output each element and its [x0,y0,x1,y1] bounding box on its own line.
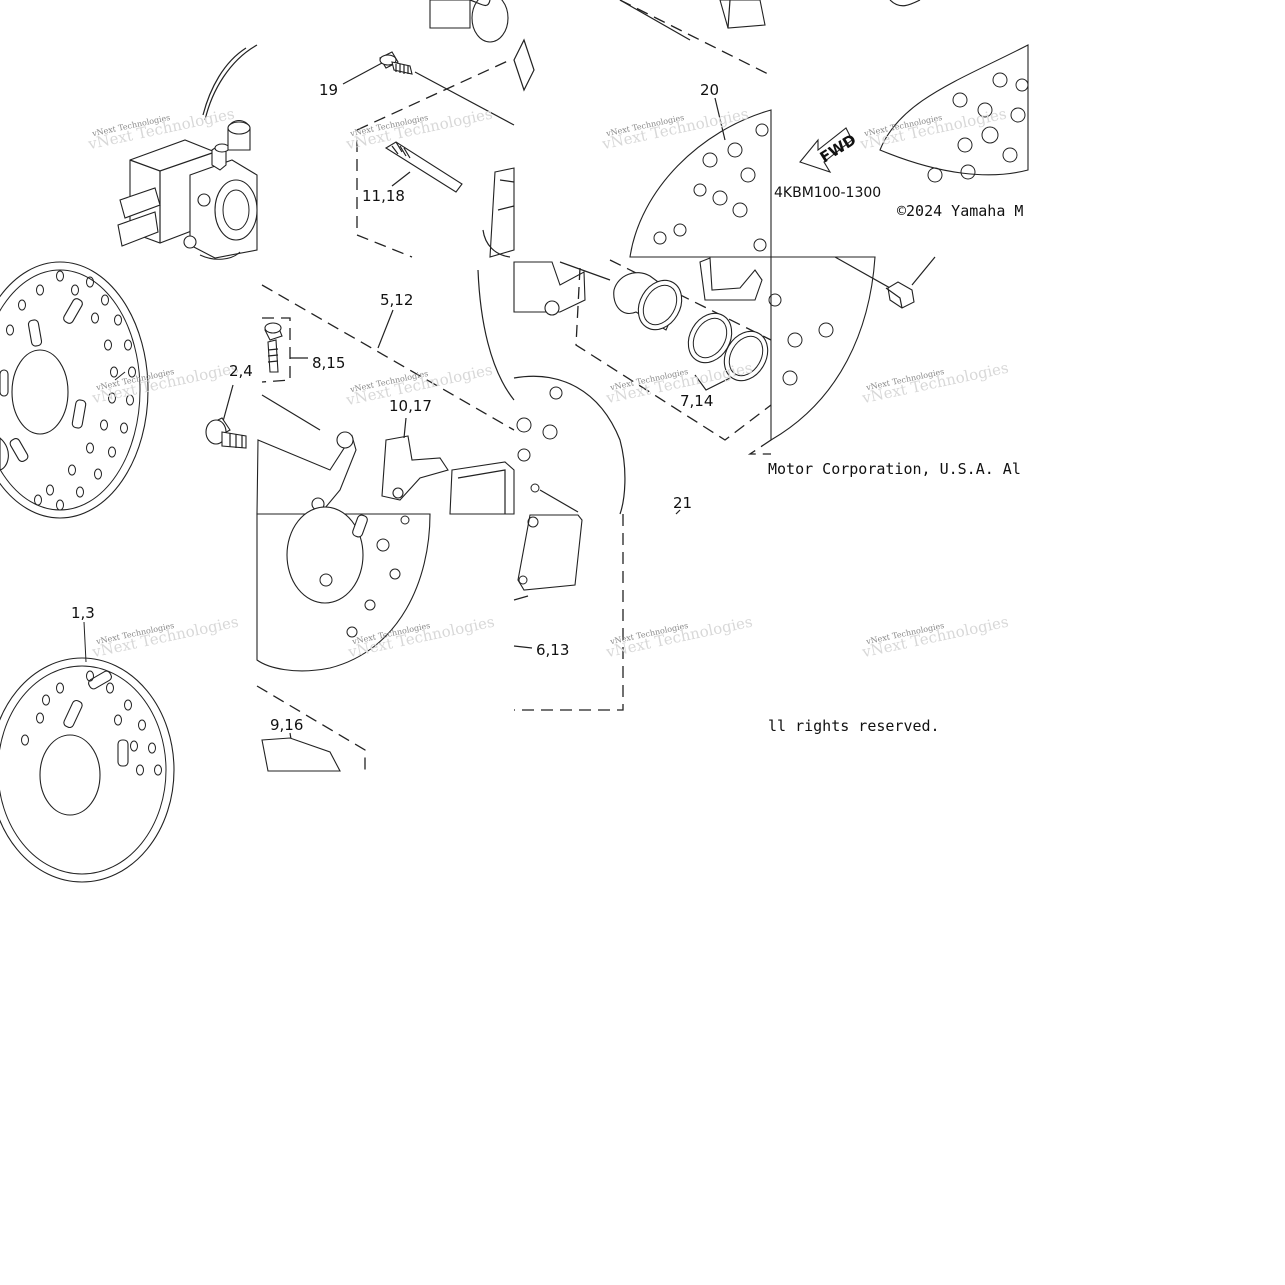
piston-and-seal-group [513,257,772,515]
disc-hole [71,284,79,296]
disc-corner-and-fwd [879,0,1029,183]
brake-disc-middle-lower [256,506,431,772]
disc-hole [76,486,84,498]
piston [613,272,683,331]
callout-1-3: 1,3 [71,604,95,622]
disc-hole [21,734,29,746]
brake-disc-20-lower [747,256,936,455]
callout-5-12: 5,12 [380,291,413,309]
disc-hole [36,712,44,724]
disc-hole [101,294,109,306]
disc-hole [136,764,144,776]
disc-hole [86,276,94,288]
callout-19: 19 [319,81,338,99]
callout-11-18-leader [391,171,411,187]
disc-hole [42,694,50,706]
disc-hole [46,484,54,496]
disc-hole [86,670,94,682]
disc-hole [130,740,138,752]
disc-hole [56,270,64,282]
callout-9-16: 9,16 [270,716,303,734]
disc-hole [56,499,64,511]
callout-11-18: 11,18 [362,187,405,205]
callout-21: 21 [673,494,692,512]
brake-disc-20-upper [513,0,772,258]
piston-seal [687,312,769,382]
disc-hole [124,699,132,711]
callout-20: 20 [700,81,719,99]
disc-hole [34,494,42,506]
fwd-arrow: FWD [799,127,859,173]
callout-10-17: 10,17 [389,397,432,415]
disc-hole [106,682,114,694]
disc-hole [128,366,136,378]
copyright-line-2: Motor Corporation, U.S.A. Al [768,460,1021,478]
disc-hole [56,682,64,694]
callout-8-15: 8,15 [312,354,345,372]
slide-pin-and-bolt-group [356,0,515,258]
disc-hole [110,366,118,378]
disc-hole [114,314,122,326]
diagram-code: 4KBM100-1300 [774,185,881,201]
disc-hole [86,442,94,454]
callout-6-13: 6,13 [536,641,569,659]
disc-holes-lower [21,670,162,776]
disc-hole [126,394,134,406]
disc-hole [6,324,14,336]
disc-hole [100,419,108,431]
caliper-bracket-group [205,269,515,515]
brake-pad-group [513,514,624,711]
disc-hole [154,764,162,776]
disc-hole [108,446,116,458]
disc-hole [36,284,44,296]
brake-disc-left-upper [0,261,149,519]
caliper-assembly-left [117,44,258,260]
copyright-line-3: ll rights reserved. [768,717,940,735]
callout-7-14: 7,14 [680,392,713,410]
disc-hole [124,339,132,351]
disc-hole [94,468,102,480]
disc-hole [148,742,156,754]
copyright-line-1: ©2024 Yamaha M [897,202,1023,220]
disc-hole [114,714,122,726]
disc-hole [138,719,146,731]
callout-21-leader [675,509,681,515]
callout-19-leader [342,62,383,85]
brake-disc-left-lower [0,621,175,883]
disc-hole [104,339,112,351]
disc-hole [68,464,76,476]
disc-hole [91,312,99,324]
callout-2-4: 2,4 [229,362,253,380]
disc-hole [18,299,26,311]
disc-hole [108,392,116,404]
disc-hole [120,422,128,434]
